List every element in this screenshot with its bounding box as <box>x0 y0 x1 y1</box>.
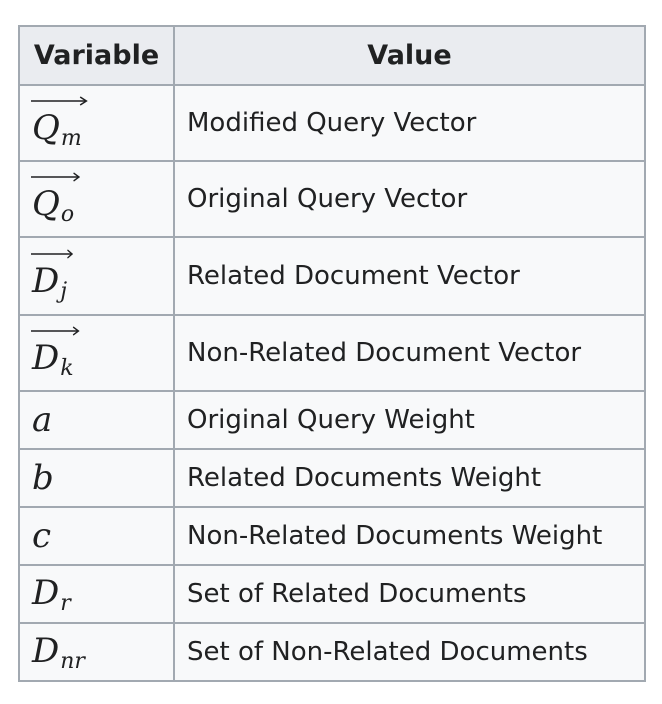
symbol-letter: D <box>32 572 60 613</box>
symbol-subscript: nr <box>60 648 85 674</box>
symbol-letter: a <box>32 400 53 440</box>
value-cell: Related Document Vector <box>173 236 646 316</box>
symbol-subscript: m <box>60 125 82 151</box>
variable-cell: Dr <box>18 564 175 624</box>
table-header-row: Variable Value <box>18 25 646 86</box>
variables-table: Variable Value Qm Modified Query Vector … <box>18 25 646 682</box>
vector-arrow-icon <box>31 171 81 182</box>
value-cell: Original Query Vector <box>173 160 646 238</box>
vector-symbol: Qo <box>31 171 81 227</box>
scalar-symbol: a <box>32 400 52 440</box>
variable-cell: b <box>18 448 175 508</box>
table-row: Dnr Set of Non-Related Documents <box>18 622 646 682</box>
symbol-subscript: k <box>60 355 74 381</box>
variable-cell: Dnr <box>18 622 175 682</box>
table-row: Qm Modified Query Vector <box>18 84 646 162</box>
value-cell: Modified Query Vector <box>173 84 646 162</box>
header-value: Value <box>173 25 646 86</box>
symbol-letter: D <box>32 260 60 301</box>
value-cell: Set of Related Documents <box>173 564 646 624</box>
table-row: Qo Original Query Vector <box>18 160 646 238</box>
value-cell: Non-Related Documents Weight <box>173 506 646 566</box>
value-cell: Related Documents Weight <box>173 448 646 508</box>
set-symbol: Dnr <box>32 630 85 674</box>
set-symbol: Dr <box>32 572 71 616</box>
value-cell: Non-Related Document Vector <box>173 314 646 392</box>
vector-arrow-icon <box>31 325 80 336</box>
variable-cell: Dk <box>18 314 175 392</box>
symbol-subscript: o <box>60 201 75 227</box>
vector-symbol: Qm <box>31 95 88 151</box>
scalar-symbol: b <box>32 458 54 498</box>
symbol-letter: Q <box>32 107 60 148</box>
variable-cell: Qm <box>18 84 175 162</box>
symbol-letter: b <box>32 458 54 498</box>
vector-arrow-icon <box>31 95 88 106</box>
table-row: Dr Set of Related Documents <box>18 564 646 624</box>
value-cell: Original Query Weight <box>173 390 646 450</box>
variable-cell: c <box>18 506 175 566</box>
table-row: a Original Query Weight <box>18 390 646 450</box>
table-row: Dk Non-Related Document Vector <box>18 314 646 392</box>
variable-cell: a <box>18 390 175 450</box>
table-row: b Related Documents Weight <box>18 448 646 508</box>
variable-cell: Dj <box>18 236 175 316</box>
variable-cell: Qo <box>18 160 175 238</box>
symbol-letter: D <box>32 630 60 671</box>
scalar-symbol: c <box>32 516 51 556</box>
table-row: c Non-Related Documents Weight <box>18 506 646 566</box>
symbol-letter: D <box>32 337 60 378</box>
value-cell: Set of Non-Related Documents <box>173 622 646 682</box>
symbol-letter: c <box>32 516 52 556</box>
vector-symbol: Dk <box>31 325 80 381</box>
vector-symbol: Dj <box>31 248 74 304</box>
symbol-subscript: j <box>60 278 68 304</box>
vector-arrow-icon <box>31 248 74 259</box>
table-row: Dj Related Document Vector <box>18 236 646 316</box>
symbol-letter: Q <box>32 183 60 224</box>
header-variable: Variable <box>18 25 175 86</box>
symbol-subscript: r <box>60 590 71 616</box>
